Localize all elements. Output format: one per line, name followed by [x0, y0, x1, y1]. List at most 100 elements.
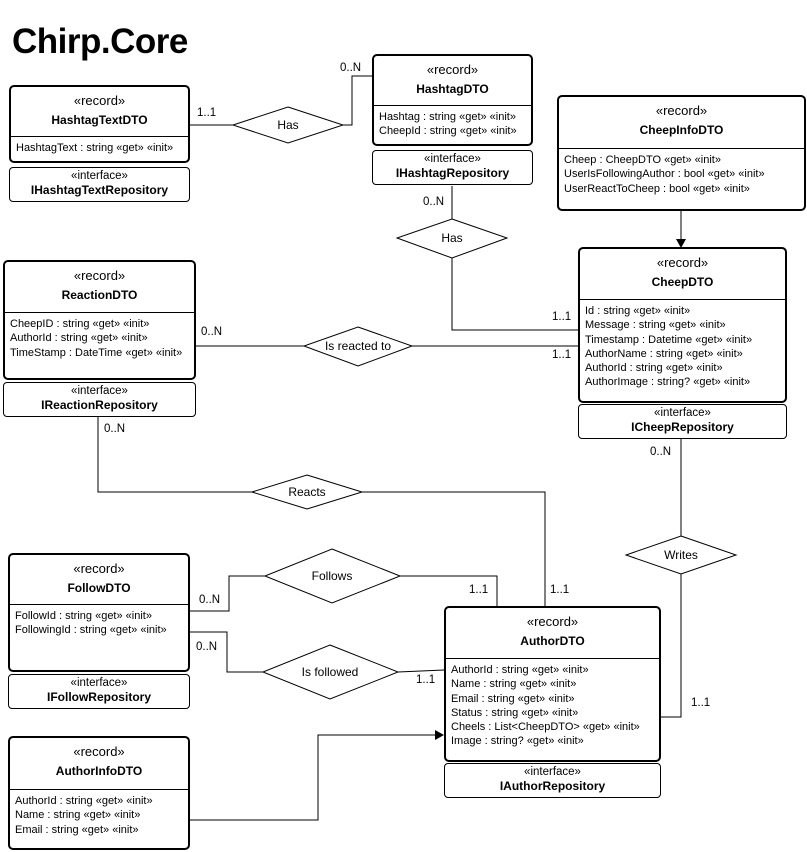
cardinality-label: 0..N: [340, 62, 362, 74]
interface-name: IAuthorRepository: [499, 779, 606, 793]
relationship-reacted-label: Is reacted to: [324, 339, 392, 353]
iauthor-repository-interface[interactable]: «interface» IAuthorRepository: [444, 763, 661, 798]
relationship-has-cheep-label: Has: [441, 231, 463, 245]
relationship-diamond-writes: [624, 535, 738, 575]
attribute: CheepID : string «get» «init»: [10, 318, 150, 330]
cheep-dto-record[interactable]: «record» CheepDTO Id : string «get» «ini…: [578, 247, 787, 403]
cardinality-label: 0..N: [196, 641, 218, 653]
attribute-list: AuthorId : string «get» «init» Name : st…: [10, 790, 188, 837]
attribute-list: CheepID : string «get» «init» AuthorId :…: [5, 313, 194, 360]
relationship-diamond-follows: [263, 548, 402, 604]
cardinality-label: 1..1: [469, 584, 489, 596]
cardinality-label: 0..N: [199, 594, 221, 606]
reaction-dto-record[interactable]: «record» ReactionDTO CheepID : string «g…: [3, 260, 196, 380]
icheep-repository-interface[interactable]: «interface» ICheepRepository: [578, 404, 787, 439]
record-stereotype: «record»: [73, 93, 126, 108]
relationship-has-hashtag-label: Has: [277, 118, 299, 132]
attribute: Cheels : List<CheepDTO> «get» «init»: [451, 721, 640, 734]
attribute: Hashtag : string «get» «init»: [379, 111, 516, 123]
relationship-diamond-followed: [261, 644, 400, 700]
attribute: AuthorId : string «get» «init»: [451, 664, 589, 676]
cardinality-label: 0..N: [650, 446, 672, 458]
interface-stereotype: «interface»: [424, 153, 481, 165]
relationship-writes-label: Writes: [664, 548, 698, 562]
interface-stereotype: «interface»: [71, 385, 128, 397]
attribute: Name : string «get» «init»: [451, 678, 577, 691]
follow-dto-record[interactable]: «record» FollowDTO FollowId : string «ge…: [8, 553, 190, 672]
cardinality-label: 0..N: [201, 326, 223, 338]
cheepinfo-dto-record[interactable]: «record» CheepInfoDTO Cheep : CheepDTO «…: [557, 95, 806, 211]
hashtagtext-dto-record[interactable]: «record» HashtagTextDTO HashtagText : st…: [9, 85, 190, 163]
record-name: HashtagDTO: [416, 82, 489, 96]
record-name: AuthorDTO: [520, 634, 585, 648]
interface-name: IHashtagTextRepository: [30, 183, 169, 197]
record-stereotype: «record»: [426, 62, 479, 77]
record-name: FollowDTO: [67, 581, 131, 595]
attribute: FollowingId : string «get» «init»: [15, 624, 167, 637]
attribute-list: Id : string «get» «init» Message : strin…: [580, 300, 785, 390]
ireaction-repository-interface[interactable]: «interface» IReactionRepository: [3, 382, 196, 417]
attribute: AuthorId : string «get» «init»: [585, 362, 723, 375]
author-dto-record[interactable]: «record» AuthorDTO AuthorId : string «ge…: [444, 606, 661, 762]
authorinfo-dto-record[interactable]: «record» AuthorInfoDTO AuthorId : string…: [8, 736, 190, 850]
cardinality-label: 0..N: [423, 196, 445, 208]
attribute-list: AuthorId : string «get» «init» Name : st…: [446, 659, 659, 749]
hashtag-dto-record[interactable]: «record» HashtagDTO Hashtag : string «ge…: [372, 54, 533, 146]
attribute: AuthorImage : string? «get» «init»: [585, 376, 751, 389]
interface-stereotype: «interface»: [71, 170, 128, 182]
cardinality-label: 0..N: [104, 423, 126, 435]
attribute: Timestamp : Datetime «get» «init»: [585, 333, 753, 346]
record-name: AuthorInfoDTO: [55, 764, 143, 778]
attribute: CheepId : string «get» «init»: [379, 125, 517, 138]
interface-name: IFollowRepository: [46, 690, 151, 704]
attribute: AuthorName : string «get» «init»: [585, 347, 743, 360]
attribute: AuthorId : string «get» «init»: [10, 332, 148, 345]
attribute: Message : string «get» «init»: [585, 319, 726, 332]
ihashtagtext-repository-interface[interactable]: «interface» IHashtagTextRepository: [9, 167, 190, 202]
attribute-list: FollowId : string «get» «init» Following…: [10, 605, 188, 638]
record-stereotype: «record»: [526, 614, 579, 629]
relationship-diamond-has-cheep: [395, 218, 509, 259]
interface-stereotype: «interface»: [70, 677, 128, 689]
ihashtag-repository-interface[interactable]: «interface» IHashtagRepository: [372, 150, 533, 185]
record-stereotype: «record»: [73, 561, 125, 576]
cardinality-label: 1..1: [197, 107, 217, 119]
record-stereotype: «record»: [73, 268, 126, 283]
attribute: Id : string «get» «init»: [585, 305, 691, 317]
attribute-list: Cheep : CheepDTO «get» «init» UserIsFoll…: [559, 149, 804, 196]
interface-stereotype: «interface»: [654, 407, 711, 419]
attribute: Image : string? «get» «init»: [451, 735, 584, 748]
relationship-follows-label: Follows: [311, 569, 353, 583]
relationship-diamond-reacted: [302, 326, 414, 367]
attribute: Email : string «get» «init»: [451, 692, 575, 705]
record-name: HashtagTextDTO: [51, 113, 148, 127]
attribute: AuthorId : string «get» «init»: [15, 795, 153, 807]
attribute: UserIsFollowingAuthor : bool «get» «init…: [564, 168, 765, 181]
record-name: CheepDTO: [651, 275, 714, 289]
record-name: ReactionDTO: [61, 288, 138, 302]
attribute: UserReactToCheep : bool «get» «init»: [564, 182, 750, 195]
ifollow-repository-interface[interactable]: «interface» IFollowRepository: [8, 674, 190, 709]
cardinality-label: 1..1: [550, 584, 570, 596]
diagram-title: Chirp.Core: [12, 22, 188, 61]
cardinality-label: 1..1: [416, 674, 436, 686]
cardinality-label: 1..1: [691, 697, 711, 709]
attribute: HashtagText : string «get» «init»: [16, 142, 174, 154]
attribute: Cheep : CheepDTO «get» «init»: [564, 154, 721, 166]
cardinality-label: 1..1: [552, 349, 572, 361]
record-name: CheepInfoDTO: [639, 123, 724, 137]
interface-name: IHashtagRepository: [395, 166, 510, 180]
attribute-list: Hashtag : string «get» «init» CheepId : …: [374, 106, 531, 139]
interface-stereotype: «interface»: [524, 766, 581, 778]
relationship-followed-label: Is followed: [301, 665, 359, 679]
record-stereotype: «record»: [73, 744, 125, 759]
relationship-diamond-has-hashtag: [231, 106, 345, 144]
record-stereotype: «record»: [655, 103, 708, 118]
record-stereotype: «record»: [656, 255, 709, 270]
cardinality-label: 1..1: [552, 311, 572, 323]
attribute: Status : string «get» «init»: [451, 706, 579, 719]
attribute: Name : string «get» «init»: [15, 809, 141, 822]
attribute-list: HashtagText : string «get» «init»: [11, 137, 188, 155]
interface-name: ICheepRepository: [631, 420, 734, 434]
